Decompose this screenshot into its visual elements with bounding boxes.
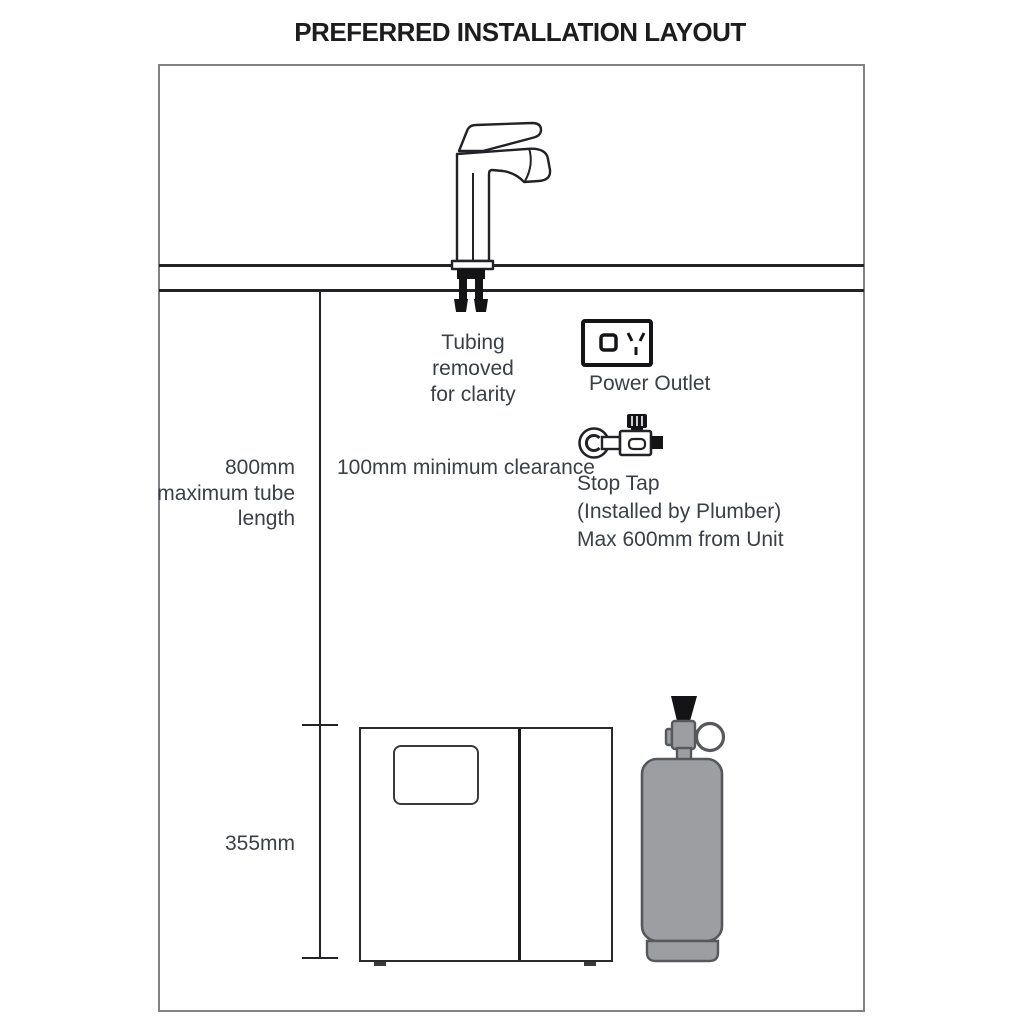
unit-foot-left (374, 962, 386, 966)
clearance-label: 100mm minimum clearance (337, 455, 595, 481)
dimension-tick-unit-bottom (302, 957, 338, 959)
clearance-line2: minimum (412, 456, 499, 479)
tubing-note-line1: Tubing (441, 331, 505, 354)
dimension-tick-counter (297, 289, 341, 291)
tube-length-line3: tube length (237, 481, 295, 531)
clearance-line1: 100mm (337, 456, 408, 479)
unit-height-label: 355mm (224, 832, 295, 855)
tubing-note-line2: removed (432, 357, 514, 380)
stop-tap-icon (578, 414, 663, 459)
unit-foot-right (584, 962, 596, 966)
counter-top-line (159, 264, 864, 267)
tube-length-line2: maximum (157, 481, 249, 505)
dimension-line (319, 290, 321, 958)
stop-tap-line1: Stop Tap (577, 472, 660, 495)
clearance-line3: clearance (503, 456, 595, 479)
tap-shanks (454, 269, 488, 312)
stop-tap-line2: (Installed by Plumber) (577, 500, 782, 523)
tube-length-line1: 800mm (224, 456, 295, 479)
page-title: PREFERRED INSTALLATION LAYOUT (294, 17, 746, 47)
counter-bottom-line (159, 289, 864, 292)
tubing-note-line3: for clarity (430, 383, 516, 406)
power-outlet-icon (581, 319, 653, 367)
co2-cylinder-icon (640, 696, 726, 963)
tap-icon (450, 121, 552, 312)
unit-display-window (393, 745, 479, 805)
under-counter-unit (359, 727, 613, 962)
tubing-note: Tubing removed for clarity (398, 330, 548, 408)
dimension-tick-unit-top (302, 724, 338, 726)
tube-length-label: 800mm maximum tube length (145, 455, 295, 532)
power-outlet-label: Power Outlet (589, 372, 711, 395)
stop-tap-label: Stop Tap (Installed by Plumber) Max 600m… (577, 470, 784, 554)
unit-door-divider (518, 729, 521, 960)
stop-tap-line3: Max 600mm from Unit (577, 528, 784, 551)
regulator-gauge (694, 721, 726, 753)
